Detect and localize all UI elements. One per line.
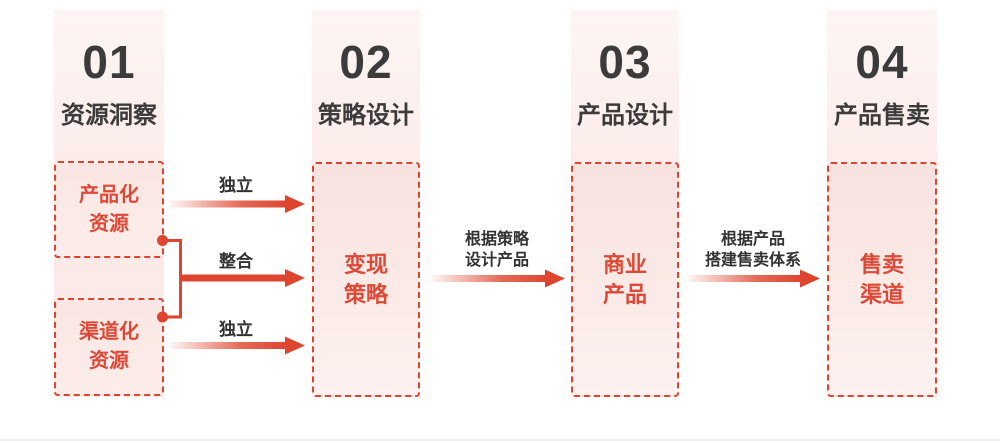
arrow-product-to-sales: [688, 269, 820, 288]
box-monetization-strategy-line1: 变现: [343, 251, 388, 277]
box-channelized-resource-line2: 资源: [89, 350, 129, 372]
step-number-2: 02: [339, 36, 393, 88]
box-commercial-product-line1: 商业: [602, 251, 647, 277]
arrow-strategy-to-product: [432, 269, 565, 288]
arrow-independent-top: [170, 195, 305, 213]
box-channelized-resource: 渠道化 资源: [54, 298, 164, 396]
step-number-1: 01: [82, 36, 136, 88]
arrow-label-product-to-sales: 根据产品 搭建售卖体系: [688, 229, 818, 271]
step-title-strategy-design: 策略设计: [318, 101, 414, 129]
bottom-divider: [0, 439, 1000, 441]
box-monetization-strategy: 变现 策略: [312, 162, 420, 397]
step-title-resource-insight: 资源洞察: [61, 101, 157, 129]
arrow-independent-bottom: [170, 336, 305, 355]
box-sales-channel-line1: 售卖: [859, 251, 904, 277]
arrow-label-integrate: 整合: [219, 252, 253, 271]
step-number-4: 04: [855, 36, 909, 88]
box-commercial-product: 商业 产品: [571, 162, 679, 397]
arrow-label-strategy-to-product-line1: 根据策略: [464, 231, 529, 248]
box-productized-resource: 产品化 资源: [54, 161, 164, 258]
arrow-integrate: [180, 269, 305, 287]
arrow-label-strategy-to-product: 根据策略 设计产品: [432, 229, 562, 271]
box-monetization-strategy-line2: 策略: [343, 281, 388, 307]
box-productized-resource-line1: 产品化: [79, 183, 139, 206]
step-title-product-sales: 产品售卖: [834, 101, 930, 129]
arrow-label-independent-bottom: 独立: [219, 320, 253, 339]
box-productized-resource-line2: 资源: [89, 212, 129, 235]
arrow-label-product-to-sales-line1: 根据产品: [720, 231, 785, 248]
box-channelized-resource-line1: 渠道化: [79, 321, 139, 343]
step-number-3: 03: [598, 36, 652, 88]
arrow-label-product-to-sales-line2: 搭建售卖体系: [704, 252, 801, 269]
box-commercial-product-line2: 产品: [602, 281, 647, 307]
arrow-label-independent-top: 独立: [219, 176, 253, 195]
arrow-label-strategy-to-product-line2: 设计产品: [464, 252, 529, 269]
box-sales-channel-line2: 渠道: [859, 281, 904, 307]
box-sales-channel: 售卖 渠道: [827, 162, 937, 397]
step-title-product-design: 产品设计: [577, 101, 673, 129]
